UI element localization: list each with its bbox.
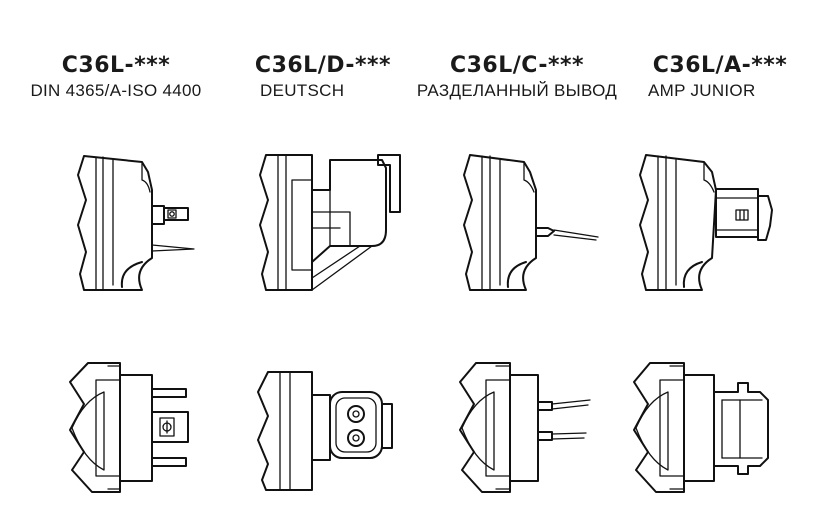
connector-type: DEUTSCH	[260, 81, 345, 100]
connector-type: РАЗДЕЛАННЫЙ ВЫВОД	[416, 81, 618, 100]
column-header-din: C36L-*** DIN 4365/A-ISO 4400	[10, 52, 222, 102]
column-header-deutsch: C36L/D-*** DEUTSCH	[248, 52, 398, 102]
connector-type: AMP JUNIOR	[648, 81, 756, 100]
model-code: C36L/D-***	[254, 53, 392, 78]
flying-leads-connector-top-drawing	[459, 362, 591, 493]
amp-junior-connector-side-drawing	[639, 154, 773, 291]
deutsch-connector-side-drawing	[259, 154, 401, 291]
connector-type: DIN 4365/A-ISO 4400	[30, 81, 202, 100]
din-connector-side-drawing	[77, 155, 195, 291]
deutsch-connector-top-drawing	[257, 371, 393, 491]
column-header-flying-leads: C36L/C-*** РАЗДЕЛАННЫЙ ВЫВОД	[398, 52, 636, 102]
model-code: C36L/C-***	[449, 53, 585, 78]
column-header-amp-junior: C36L/A-*** AMP JUNIOR	[640, 52, 800, 102]
amp-junior-connector-top-drawing	[633, 362, 769, 493]
model-code: C36L/A-***	[652, 53, 788, 78]
model-code: C36L-***	[61, 53, 171, 78]
din-connector-top-drawing	[69, 362, 189, 493]
flying-leads-connector-side-drawing	[463, 154, 599, 291]
